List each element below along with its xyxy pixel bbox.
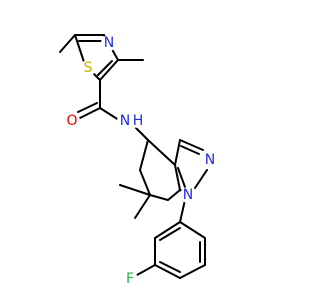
atom-label: H: [133, 113, 144, 129]
bond: [179, 199, 186, 223]
pyrazole-nitrogen-1-atom: N: [180, 187, 196, 203]
molecule-structure: S N O N H N N: [59, 34, 218, 287]
bond: [139, 169, 151, 196]
atom-label: O: [66, 113, 77, 129]
bond: [180, 145, 200, 155]
atom-labels: S N O N H N N: [64, 35, 218, 287]
bonds: [59, 34, 208, 279]
atom-label: N: [104, 35, 114, 51]
fluorine-atom: F: [122, 271, 138, 287]
bond: [134, 194, 151, 219]
amide-hydrogen-atom: H: [131, 113, 145, 129]
molecule-diagram: S N O N H N N: [59, 34, 218, 287]
bond: [119, 184, 151, 196]
bond: [147, 139, 176, 166]
bond: [59, 34, 76, 53]
bond: [179, 221, 206, 239]
amide-nitrogen-atom: N: [117, 113, 133, 129]
bond: [179, 264, 206, 279]
bond: [154, 221, 181, 239]
bond: [174, 164, 181, 191]
atom-label: F: [126, 271, 134, 287]
bond: [159, 261, 181, 273]
thiazole-nitrogen-atom: N: [101, 35, 117, 51]
bond: [139, 139, 149, 171]
atom-label: N: [205, 152, 215, 168]
bond: [177, 167, 186, 188]
bond: [77, 102, 98, 113]
sulfur-atom: S: [80, 60, 96, 76]
atom-label: N: [183, 187, 193, 203]
bond: [167, 189, 181, 201]
bond: [149, 194, 169, 201]
bond: [179, 139, 204, 151]
bond: [74, 34, 85, 63]
atom-label: N: [120, 113, 130, 129]
bond: [136, 264, 156, 276]
bond: [99, 59, 119, 81]
bond: [135, 127, 149, 141]
oxygen-atom: O: [64, 113, 80, 129]
bond: [154, 264, 181, 279]
bond: [79, 107, 101, 119]
pyrazole-nitrogen-2-atom: N: [202, 152, 218, 168]
atom-label: S: [84, 60, 93, 76]
bond: [97, 60, 113, 76]
bond: [194, 169, 208, 189]
bond: [159, 227, 181, 241]
bond: [174, 139, 181, 166]
